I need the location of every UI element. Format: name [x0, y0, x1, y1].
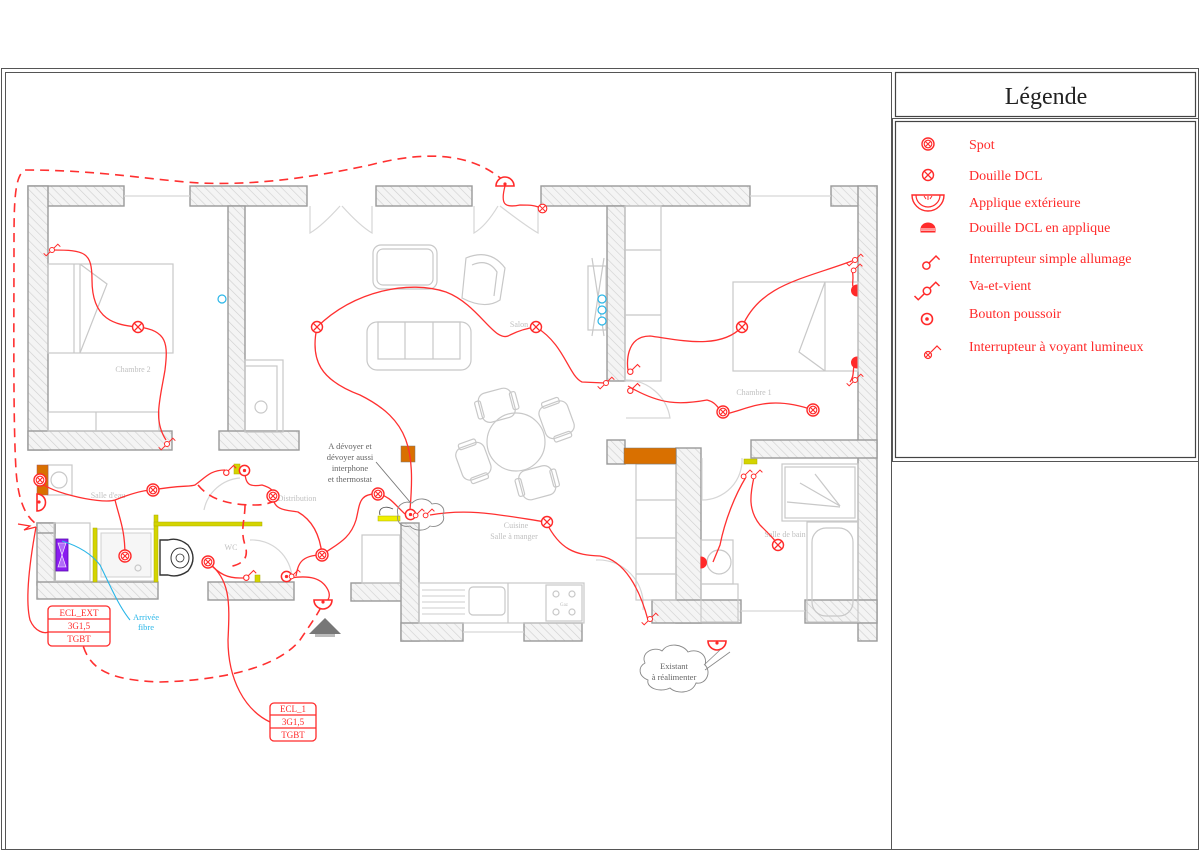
interrupteur-simple-icon	[627, 363, 641, 375]
bouton-poussoir-icon	[920, 312, 934, 326]
applique-exterieure-icon	[707, 640, 727, 651]
entrance-arrow-icon	[309, 618, 341, 634]
spot-icon	[118, 549, 132, 563]
wiring	[27, 185, 856, 723]
douille-dcl-icon	[537, 203, 548, 214]
interrupteur-simple-icon	[740, 469, 753, 480]
walls	[27, 185, 878, 642]
room-label-chambre1: Chambre 1	[736, 388, 771, 397]
legend-label-dcl-applique: Douille DCL en applique	[969, 221, 1110, 236]
furniture: Gaz	[47, 205, 859, 624]
douille-dcl-icon	[540, 515, 554, 529]
yellow-partition-wc-top	[153, 521, 263, 527]
room-label-salle-eau: Salle d'eau	[91, 491, 126, 500]
legend-label-va-et-vient: Va-et-vient	[969, 279, 1031, 294]
applique-exterieure-icon	[495, 176, 515, 187]
douille-dcl-icon	[771, 538, 785, 552]
note-devoyer-line2: dévoyer aussi	[327, 452, 374, 462]
va-et-vient-icon	[913, 281, 941, 301]
legend-label-interrupteur-simple: Interrupteur simple allumage	[969, 252, 1132, 267]
room-label-distribution: Distribution	[278, 494, 317, 503]
circuit-cable: 3G1,5	[68, 621, 91, 631]
douille-dcl-icon	[310, 320, 324, 334]
fibre-label-1: Arrivée	[133, 612, 159, 622]
spot-icon	[315, 548, 329, 562]
note-existant-line1: Existant	[660, 661, 688, 671]
note-devoyer: A dévoyer et dévoyer aussi interphone et…	[327, 441, 445, 531]
fibre-label-2: fibre	[138, 622, 154, 632]
spot-icon	[33, 473, 47, 487]
network-outlet-icon	[597, 294, 607, 304]
circuit-tag-ecl-ext: ECL_EXT 3G1,5 TGBT	[47, 605, 111, 647]
spot-icon	[716, 405, 730, 419]
interrupteur-voyant-icon	[923, 345, 942, 360]
douille-dcl-applique-icon	[851, 356, 858, 369]
applique-exterieure-icon	[313, 599, 333, 610]
note-existant: Existant à réalimenter	[639, 644, 731, 693]
room-label-cuisine: Cuisine	[504, 521, 529, 530]
circuit-source: TGBT	[281, 730, 305, 740]
circuit-cable: 3G1,5	[282, 717, 305, 727]
yellow-partition-shower	[92, 527, 98, 583]
douille-dcl-icon	[921, 168, 935, 182]
note-existant-line2: à réalimenter	[652, 672, 697, 682]
applique-exterieure-icon	[36, 493, 47, 512]
electrical-symbols	[33, 176, 864, 651]
bouton-poussoir-icon	[238, 464, 251, 477]
network-outlet-icon	[597, 316, 607, 326]
room-label-salle-manger: Salle à manger	[490, 532, 538, 541]
circuit-name: ECL_1	[280, 704, 306, 714]
fibre-line	[61, 540, 131, 621]
note-devoyer-line1: A dévoyer et	[328, 441, 372, 451]
dashed-wiring	[13, 155, 506, 683]
circuit-source: TGBT	[67, 634, 91, 644]
legend-title: Légende	[1005, 84, 1088, 110]
douille-dcl-applique-icon	[700, 556, 707, 569]
spot-icon	[371, 487, 385, 501]
room-label-chambre2: Chambre 2	[115, 365, 150, 374]
legend-label-interrupteur-voyant: Interrupteur à voyant lumineux	[969, 340, 1144, 355]
legend-panel: Légende Spot Douille DCL Applique extéri…	[892, 71, 1199, 462]
room-label-salle-bain: Salle de bain	[764, 530, 805, 539]
spot-icon	[806, 403, 820, 417]
applique-exterieure-icon	[911, 194, 945, 212]
windows	[124, 195, 831, 633]
interrupteur-simple-icon	[243, 569, 257, 581]
room-label-wc: WC	[225, 543, 238, 552]
network-outlet-icon	[597, 305, 607, 315]
orange-block-cellier	[623, 447, 677, 465]
spot-icon	[921, 137, 935, 151]
douille-dcl-icon	[131, 320, 145, 334]
douille-dcl-applique-icon	[920, 222, 936, 233]
yellow-partition-wc	[153, 514, 159, 583]
spot-icon	[266, 489, 280, 503]
gaz-label: Gaz	[560, 603, 569, 608]
room-label-salon: Salon	[510, 320, 528, 329]
note-devoyer-line3: interphone	[332, 463, 369, 473]
spot-icon	[146, 483, 160, 497]
note-devoyer-line4: et thermostat	[328, 474, 373, 484]
douille-dcl-applique-icon	[851, 284, 858, 297]
circuit-tag-ecl-1: ECL_1 3G1,5 TGBT	[269, 702, 317, 742]
legend-label-spot: Spot	[969, 138, 995, 153]
douille-dcl-icon	[735, 320, 749, 334]
spot-icon	[201, 555, 215, 569]
network-outlet-icon	[217, 294, 227, 304]
interrupteur-simple-icon	[412, 508, 425, 519]
douille-dcl-icon	[529, 320, 543, 334]
interrupteur-simple-icon	[750, 469, 763, 480]
legend-label-bouton-poussoir: Bouton poussoir	[969, 307, 1062, 322]
circuit-name: ECL_EXT	[60, 608, 99, 618]
interrupteur-simple-icon	[922, 255, 941, 270]
interrupteur-simple-icon	[422, 508, 435, 519]
room-labels: Chambre 2 Salon Chambre 1 Salle d'eau Di…	[91, 320, 806, 552]
legend-label-dcl: Douille DCL	[969, 169, 1043, 184]
legend-label-applique-ext: Applique extérieure	[969, 196, 1081, 211]
